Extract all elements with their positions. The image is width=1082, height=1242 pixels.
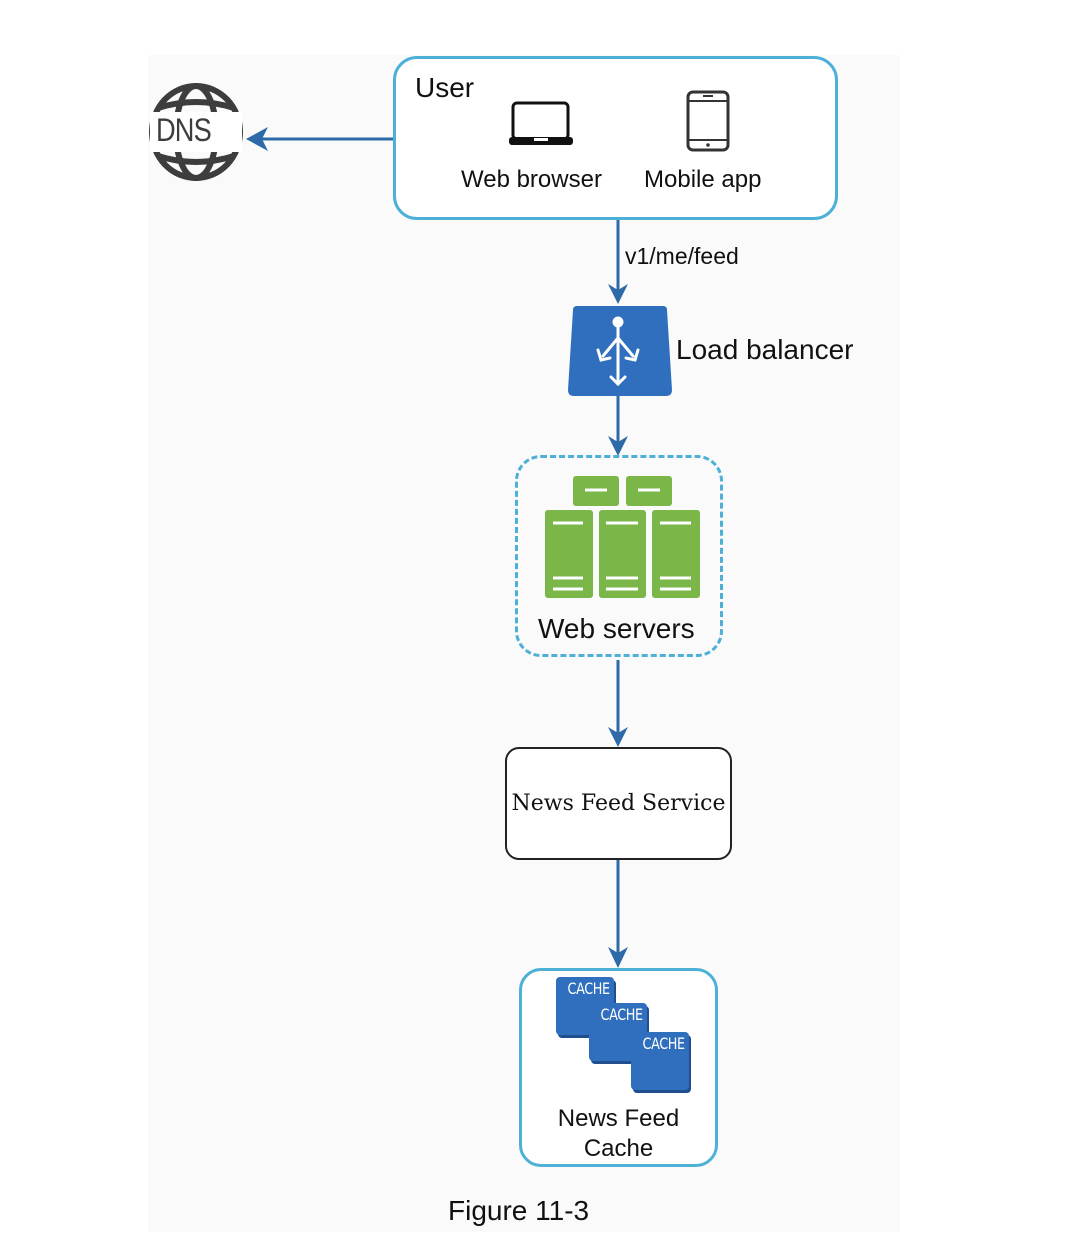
globe-icon	[149, 83, 243, 181]
laptop-icon	[509, 101, 573, 145]
cache-tile: CACHE	[589, 1003, 647, 1061]
web-browser-label: Web browser	[461, 166, 602, 193]
user-box[interactable]	[393, 56, 838, 220]
arrow-web-servers-to-news-feed-service	[608, 660, 628, 747]
web-servers-group[interactable]	[515, 455, 723, 657]
figure-caption: Figure 11-3	[448, 1195, 590, 1226]
dns-node[interactable]: DNS	[148, 82, 244, 187]
edge-label-v1-me-feed: v1/me/feed	[625, 243, 739, 269]
cache-tile-label: CACHE	[567, 979, 611, 998]
web-servers-label: Web servers	[538, 613, 695, 644]
dns-label: DNS	[156, 112, 212, 148]
cache-tile-label: CACHE	[642, 1034, 686, 1053]
mobile-app-label: Mobile app	[644, 166, 762, 193]
cache-tile: CACHE	[631, 1032, 689, 1090]
news-feed-cache-label-line2: Cache	[583, 1135, 654, 1162]
news-feed-service-label: News Feed Service	[511, 791, 726, 816]
user-title: User	[415, 72, 475, 103]
load-balancer-icon[interactable]	[567, 304, 673, 398]
arrow-user-to-dns	[246, 127, 393, 151]
news-feed-service-node[interactable]: News Feed Service	[505, 747, 732, 860]
mobile-phone-icon	[686, 90, 730, 152]
news-feed-cache-label-line1: News Feed	[557, 1105, 680, 1132]
cache-tile-label: CACHE	[600, 1005, 644, 1024]
load-balancer-label: Load balancer	[676, 334, 854, 365]
server-rack-icon	[545, 476, 700, 598]
arrow-news-feed-service-to-cache	[608, 860, 628, 968]
arrow-user-to-load-balancer	[608, 220, 628, 304]
arrow-load-balancer-to-web-servers	[608, 396, 628, 456]
